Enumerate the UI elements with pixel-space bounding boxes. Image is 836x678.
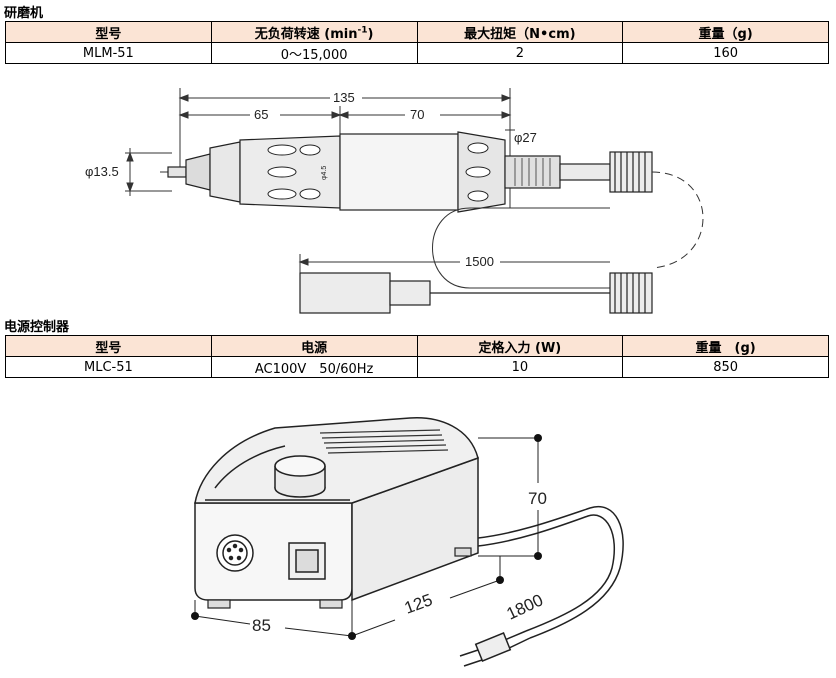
table-header-row: 型号 无负荷转速 (min-1) 最大扭矩（N•cm) 重量（g)	[5, 21, 829, 43]
cell-weight: 160	[622, 42, 829, 64]
cell-model: MLC-51	[5, 356, 212, 378]
dim-depth: 125	[402, 590, 435, 618]
table-row: MLM-51 0～15,000 2 160	[5, 42, 829, 64]
dim-rear-length: 70	[410, 107, 424, 122]
controller-spec-table: 型号 电源 定格入力 (W) 重量 (g) MLC-51 AC100V 50/6…	[5, 335, 829, 378]
dim-body-diameter: φ27	[514, 130, 537, 145]
cell-weight: 850	[622, 356, 829, 378]
grinder-spec-table: 型号 无负荷转速 (min-1) 最大扭矩（N•cm) 重量（g) MLM-51…	[5, 21, 829, 64]
cell-rpm: 0～15,000	[210, 42, 418, 64]
header-rated-input: 定格入力 (W)	[416, 335, 624, 357]
dim-height: 70	[528, 489, 547, 508]
dim-cord-length: 1500	[465, 254, 494, 269]
header-model: 型号	[5, 335, 212, 357]
dim-small-mark: φ4.5	[321, 166, 328, 180]
header-model: 型号	[5, 21, 212, 43]
cell-rated-input: 10	[416, 356, 624, 378]
cell-power: AC100V 50/60Hz	[210, 356, 418, 378]
controller-section-title: 电源控制器	[4, 320, 70, 335]
dim-total-length: 135	[333, 90, 355, 105]
cell-model: MLM-51	[5, 42, 212, 64]
dim-cord-length: 1800	[504, 590, 546, 623]
table-header-row: 型号 电源 定格入力 (W) 重量 (g)	[5, 335, 829, 357]
controller-drawing: 70 85 125 1800	[191, 417, 624, 667]
header-weight: 重量 (g)	[622, 335, 829, 357]
header-power: 电源	[210, 335, 418, 357]
table-row: MLC-51 AC100V 50/60Hz 10 850	[5, 356, 829, 378]
header-weight: 重量（g)	[622, 21, 829, 43]
grinder-section-title: 研磨机	[4, 6, 44, 21]
grinder-drawing: 135 65 70 φ13.5 φ27 1500 φ4.5	[85, 88, 704, 314]
cell-torque: 2	[416, 42, 624, 64]
dim-width: 85	[252, 616, 271, 635]
dim-front-length: 65	[254, 107, 268, 122]
header-torque: 最大扭矩（N•cm)	[416, 21, 624, 43]
header-rpm: 无负荷转速 (min-1)	[210, 21, 418, 43]
dim-tip-diameter: φ13.5	[85, 164, 119, 179]
